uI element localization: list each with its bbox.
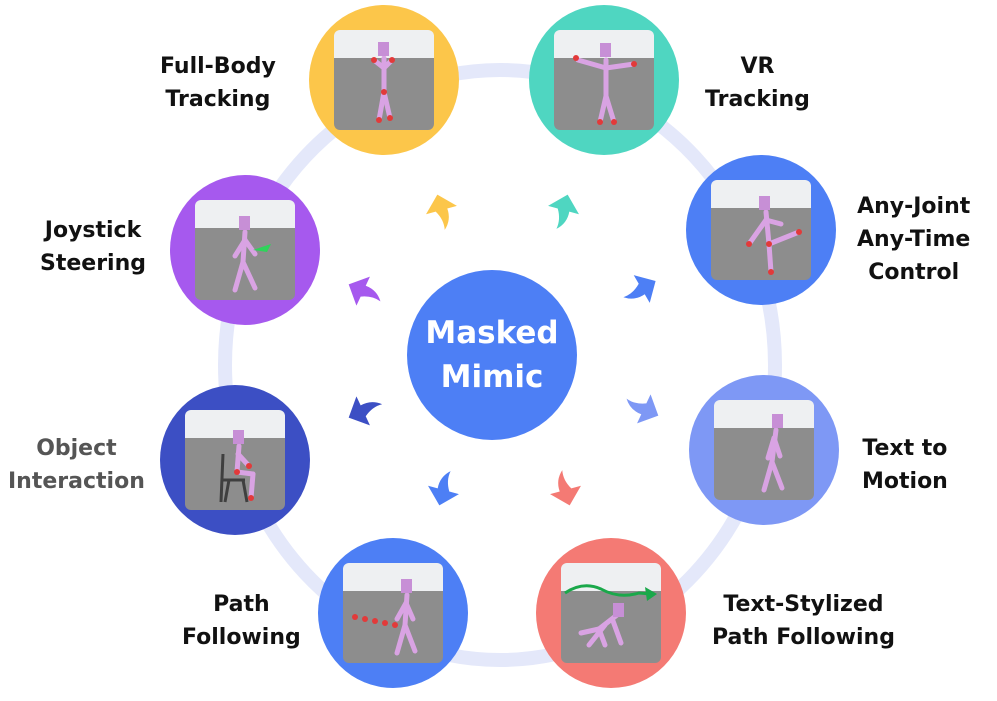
arrow-right-icon (626, 394, 659, 424)
label-full-body-tracking: Full-Body Tracking (160, 54, 276, 112)
node-full-body-tracking (309, 5, 459, 155)
simulation-thumbnail (195, 200, 295, 300)
label-object-interaction: Object Interaction (8, 436, 145, 494)
arrow-up-icon (426, 194, 457, 230)
label-vr-tracking: VR Tracking (705, 54, 810, 112)
arrow-right-icon (623, 275, 656, 303)
label-path-following: Path Following (182, 592, 301, 650)
arrow-left-icon (348, 276, 381, 306)
simulation-thumbnail (554, 30, 654, 130)
node-joystick-steering (170, 175, 320, 325)
simulation-thumbnail (185, 410, 285, 510)
label-joystick-steering: Joystick Steering (40, 218, 147, 276)
node-path-following (318, 538, 468, 688)
node-text-to-motion (689, 375, 839, 525)
arrow-down-icon (428, 471, 459, 506)
arrow-up-icon (548, 194, 579, 229)
label-text-stylized-path-following: Text-Stylized Path Following (712, 592, 895, 650)
masked-mimic-hub: Masked Mimic (407, 270, 577, 440)
node-vr-tracking (529, 5, 679, 155)
hub-title: Masked Mimic (425, 315, 559, 395)
simulation-thumbnail (343, 563, 443, 663)
node-text-stylized-path-following (536, 538, 686, 688)
node-object-interaction (160, 385, 310, 535)
label-text-to-motion: Text to Motion (862, 436, 948, 494)
arrow-left-icon (348, 396, 383, 426)
arrow-down-icon (550, 470, 581, 506)
simulation-thumbnail (714, 400, 814, 500)
simulation-thumbnail (561, 563, 661, 663)
label-any-joint-any-time-control: Any-Joint Any-Time Control (857, 194, 971, 285)
simulation-thumbnail (334, 30, 434, 130)
node-any-joint-any-time-control (686, 155, 836, 305)
orbit-ring-ellipse (218, 63, 782, 667)
simulation-thumbnail (711, 180, 811, 280)
